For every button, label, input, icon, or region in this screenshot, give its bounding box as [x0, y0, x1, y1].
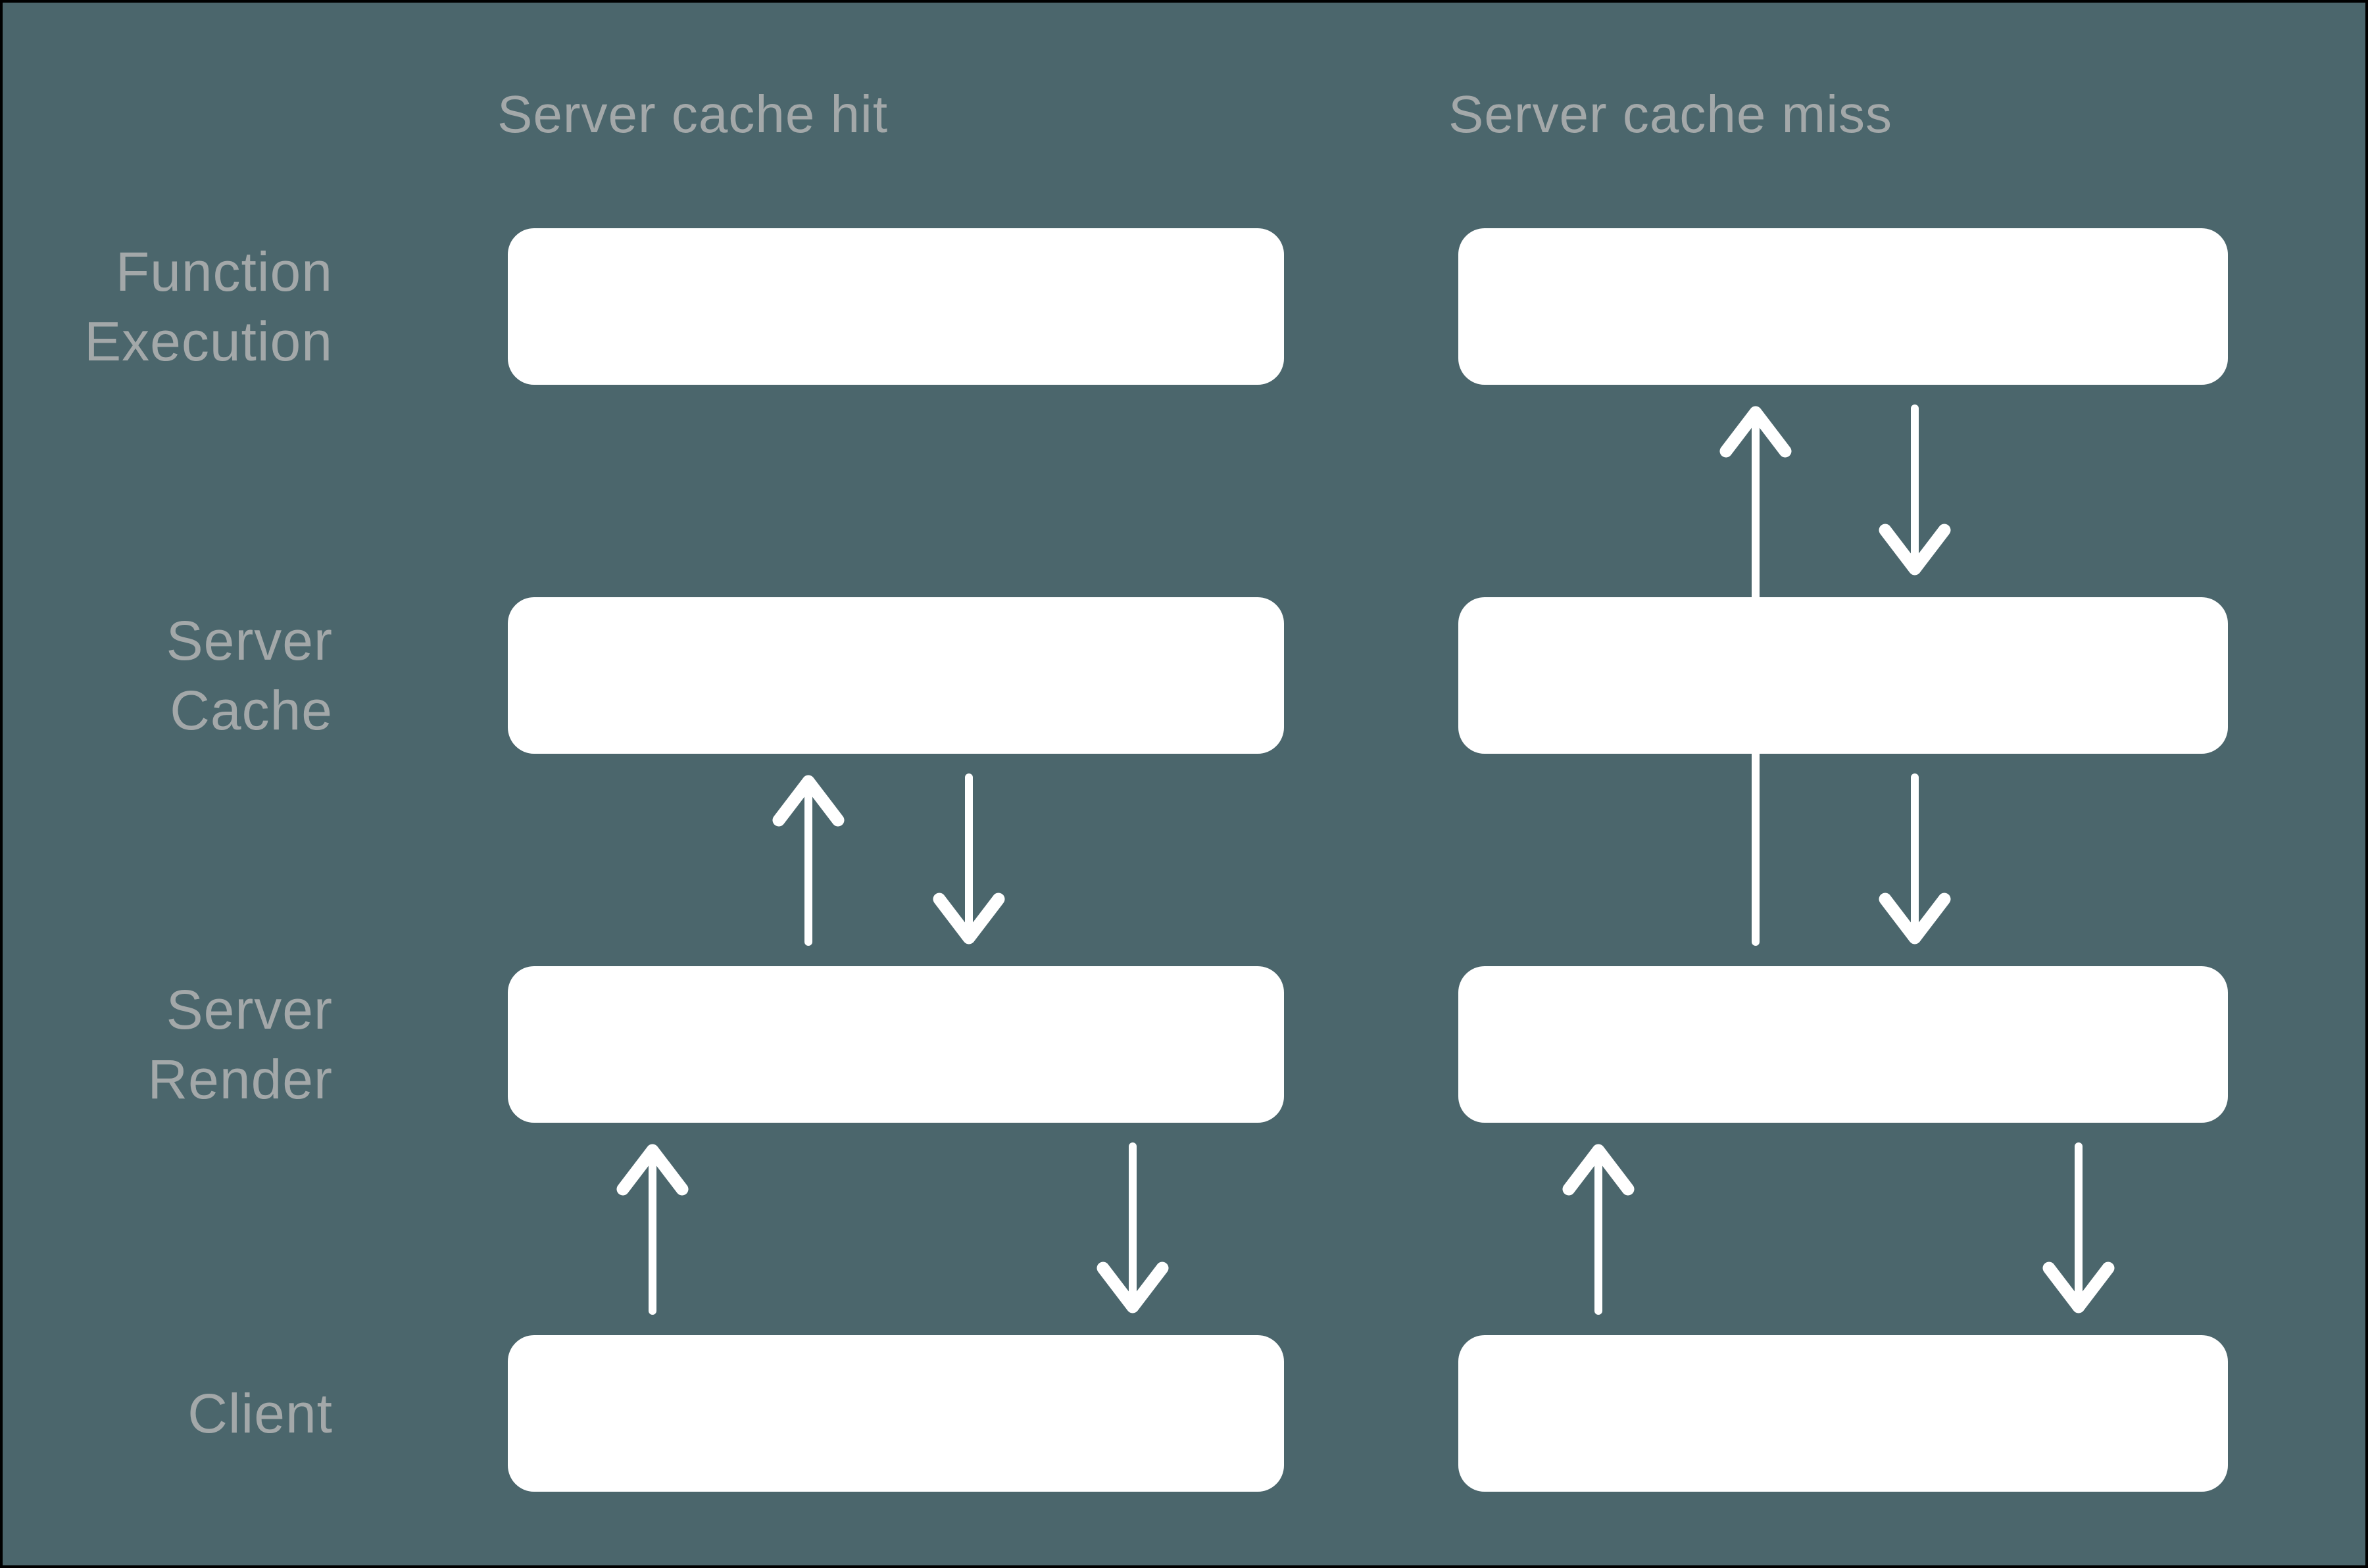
arrowhead-down-icon: [1879, 524, 1951, 576]
box-hit-function-execution: [508, 228, 1284, 385]
row-label-line: Server: [166, 979, 333, 1041]
row-label-line: Cache: [170, 679, 333, 741]
arrowhead-down-icon: [1097, 1262, 1169, 1313]
box-miss-server-cache: [1458, 597, 2228, 754]
miss-function-to-cache-down-arrow: [1879, 404, 1951, 576]
arrowhead-up-icon: [1719, 406, 1792, 458]
arrowhead-down-icon: [1879, 893, 1951, 944]
arrowhead-up-icon: [616, 1144, 689, 1196]
row-label-line: Function: [115, 241, 333, 303]
row-label-line: Execution: [84, 310, 333, 372]
hit-render-to-client-down-arrow: [1097, 1142, 1169, 1313]
row-label-line: Client: [187, 1383, 333, 1444]
arrowhead-down-icon: [933, 893, 1005, 944]
hit-render-to-cache-up-arrow: [772, 775, 845, 946]
miss-cache-to-render-down-arrow: [1879, 773, 1951, 944]
column-header-hit: Server cache hit: [497, 85, 889, 143]
arrowhead-up-icon: [772, 775, 845, 827]
box-hit-client: [508, 1335, 1284, 1492]
box-miss-client: [1458, 1335, 2228, 1492]
box-miss-server-render: [1458, 966, 2228, 1123]
arrowhead-up-icon: [1562, 1144, 1635, 1196]
miss-client-to-render-up-arrow: [1562, 1144, 1635, 1315]
box-hit-server-render: [508, 966, 1284, 1123]
flow-diagram: [508, 228, 2228, 1492]
column-header-miss: Server cache miss: [1448, 85, 1892, 143]
row-label-line: Render: [147, 1048, 333, 1110]
box-hit-server-cache: [508, 597, 1284, 754]
hit-client-to-render-up-arrow: [616, 1144, 689, 1315]
arrowhead-down-icon: [2042, 1262, 2115, 1313]
miss-render-to-client-down-arrow: [2042, 1142, 2115, 1313]
hit-cache-to-render-down-arrow: [933, 773, 1005, 944]
row-label-line: Server: [166, 610, 333, 672]
box-miss-function-execution: [1458, 228, 2228, 385]
row-label-client: Client: [187, 1379, 333, 1448]
